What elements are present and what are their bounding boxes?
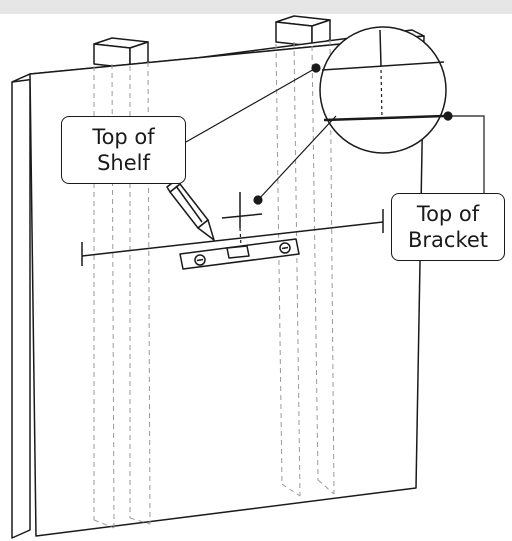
top-strip	[0, 0, 512, 14]
crosshair-mark	[221, 192, 263, 228]
leader-lines	[185, 63, 485, 205]
callout-top-of-shelf: Top of Shelf	[61, 116, 186, 184]
callout-top-of-bracket: Top of Bracket	[391, 193, 505, 261]
callout-top-of-bracket-line1: Top of	[416, 202, 480, 226]
callout-top-of-shelf-line1: Top of	[92, 125, 155, 149]
callout-top-of-bracket-line2: Bracket	[407, 228, 489, 252]
stud-left	[93, 37, 149, 69]
pencil-icon	[166, 179, 215, 241]
magnifier-circle	[319, 26, 447, 154]
spirit-level-icon	[179, 238, 300, 270]
callout-top-of-shelf-line2: Shelf	[97, 151, 150, 175]
shelf-line	[81, 209, 384, 266]
